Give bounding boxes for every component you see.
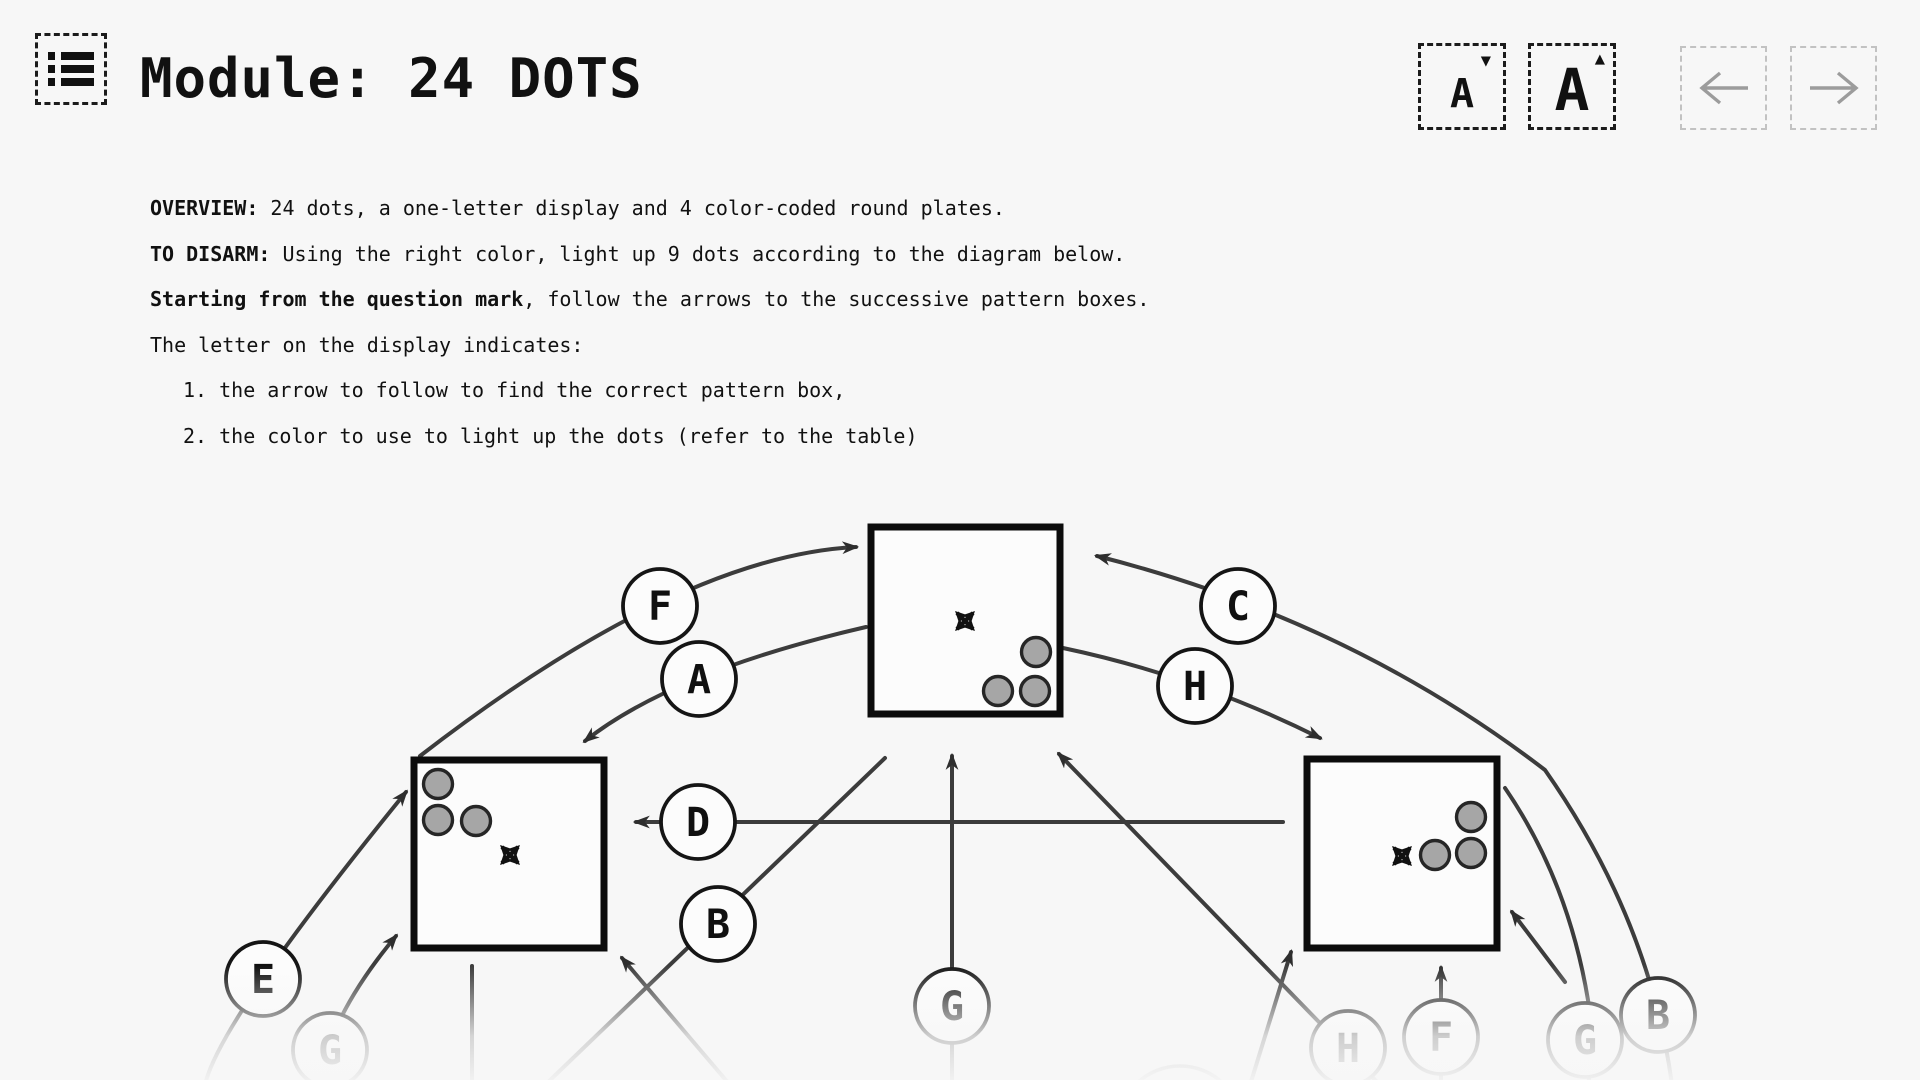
move-icon — [955, 611, 975, 631]
svg-text:B: B — [706, 902, 730, 948]
next-page-button[interactable] — [1790, 46, 1877, 130]
instruction-line: The letter on the display indicates: — [150, 332, 584, 357]
svg-text:B: B — [1646, 993, 1670, 1039]
letter-node-G: G — [291, 1011, 369, 1080]
svg-text:F: F — [648, 584, 672, 630]
list-item: 1. the arrow to follow to find the corre… — [183, 378, 846, 402]
instruction-line: Starting from the question mark, follow … — [150, 287, 1150, 311]
dot — [1018, 674, 1052, 708]
pattern-box-left — [410, 756, 608, 952]
right-arrow-icon — [1809, 71, 1859, 105]
dot — [1418, 838, 1452, 872]
svg-text:E: E — [251, 957, 275, 1003]
partial-circle — [1137, 1064, 1223, 1080]
svg-text:A: A — [687, 657, 711, 703]
svg-text:D: D — [686, 800, 710, 846]
font-increase-button[interactable]: A ▲ — [1528, 43, 1616, 130]
letter-node-G: G — [1546, 1001, 1624, 1079]
page-title: Module: 24 DOTS — [140, 47, 643, 110]
svg-text:C: C — [1226, 584, 1250, 630]
instructions: OVERVIEW: 24 dots, a one-letter display … — [150, 186, 1250, 459]
letter-node-E: E — [224, 940, 302, 1018]
letter-node-B: B — [1619, 976, 1697, 1054]
list-item: 2. the color to use to light up the dots… — [183, 423, 918, 448]
dot — [981, 674, 1015, 708]
triangle-up-icon: ▲ — [1594, 49, 1605, 69]
svg-text:F: F — [1429, 1015, 1453, 1061]
svg-text:H: H — [1336, 1026, 1360, 1072]
dot — [421, 803, 455, 837]
left-arrow-icon — [1698, 71, 1748, 105]
svg-text:G: G — [1573, 1018, 1597, 1064]
letter-node-H: H — [1309, 1009, 1387, 1080]
letter-node-D: D — [659, 783, 737, 861]
letter-node-A: A — [660, 640, 738, 718]
font-increase-label: A — [1554, 55, 1590, 124]
font-decrease-label: A — [1449, 70, 1475, 117]
svg-text:G: G — [940, 984, 964, 1030]
pattern-box-top — [867, 523, 1064, 718]
triangle-down-icon: ▼ — [1480, 51, 1491, 71]
prev-page-button[interactable] — [1680, 46, 1767, 130]
pattern-box-right — [1303, 755, 1501, 952]
list-icon — [48, 52, 94, 86]
arrow — [619, 955, 729, 1080]
letter-node-F: F — [621, 567, 699, 645]
letter-node-G: G — [913, 967, 991, 1045]
arrow — [1510, 909, 1567, 984]
letter-node-H: H — [1156, 647, 1234, 725]
dot — [1454, 800, 1488, 834]
svg-text:H: H — [1183, 664, 1207, 710]
dot — [1454, 836, 1488, 870]
instruction-line: TO DISARM: Using the right color, light … — [150, 241, 1126, 266]
dot — [1019, 635, 1053, 669]
menu-button[interactable] — [35, 33, 107, 105]
move-icon — [1392, 846, 1412, 866]
dot — [459, 804, 493, 838]
dot — [421, 767, 455, 801]
svg-text:G: G — [318, 1028, 342, 1074]
letter-node-B: B — [679, 885, 757, 963]
instruction-line: OVERVIEW: 24 dots, a one-letter display … — [150, 196, 1005, 220]
letter-node-F: F — [1402, 998, 1480, 1076]
move-icon — [500, 845, 520, 865]
font-decrease-button[interactable]: A ▼ — [1418, 43, 1506, 130]
letter-node-C: C — [1199, 567, 1277, 645]
